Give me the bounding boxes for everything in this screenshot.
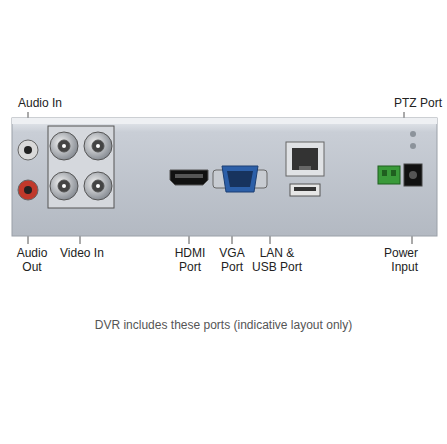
power-input-label: Power Input [372, 246, 418, 274]
caption: DVR includes these ports (indicative lay… [0, 318, 447, 332]
audio-in-label: Audio In [18, 96, 98, 110]
vga-port-label: VGA Port [214, 246, 250, 274]
video-in-label: Video In [60, 246, 120, 260]
lan-usb-port-label: LAN & USB Port [252, 246, 302, 274]
ptz-port-label: PTZ Port [362, 96, 442, 110]
hdmi-port-label: HDMI Port [170, 246, 210, 274]
audio-out-label: Audio Out [14, 246, 50, 274]
